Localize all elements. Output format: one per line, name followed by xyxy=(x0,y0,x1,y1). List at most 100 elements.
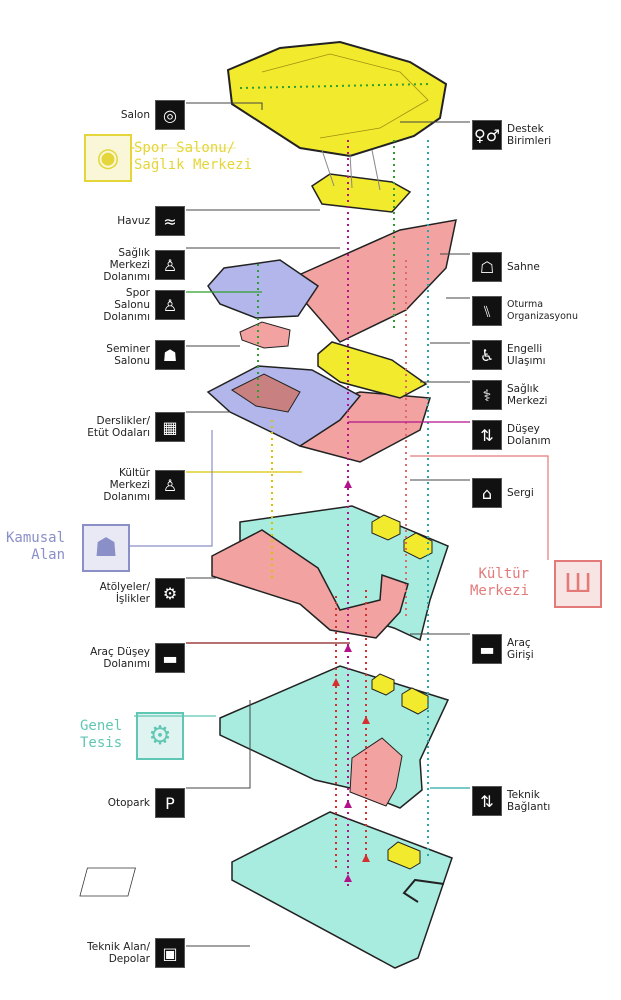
basement-2-storage-box xyxy=(387,841,421,870)
workshop-head-icon: ⚙ xyxy=(155,578,185,608)
audience-icon: ☗ xyxy=(155,340,185,370)
label-line: Sağlık xyxy=(507,383,539,395)
basement-2-core-outline xyxy=(402,878,445,903)
red-arrow-1 xyxy=(332,678,340,686)
label-line: Merkezi xyxy=(109,479,150,491)
crowd-icon: ☗ xyxy=(82,524,130,572)
label-havuz: Havuz xyxy=(40,215,150,227)
label-sergi: Sergi xyxy=(507,487,617,499)
basement-1-box-b xyxy=(401,687,429,715)
label-line: Sergi xyxy=(507,487,534,499)
volleyball-icon: ◉ xyxy=(84,134,132,182)
first-floor-seminar-room xyxy=(231,373,301,413)
label-line: Birimleri xyxy=(507,135,552,147)
label-line: Merkezi xyxy=(109,259,150,271)
label-line: Ulaşımı xyxy=(507,355,546,367)
label-line: Bağlantı xyxy=(507,801,551,813)
label-line: Merkezi xyxy=(507,395,548,407)
label-line: Depolar xyxy=(108,953,150,965)
first-floor-sport-area xyxy=(317,341,428,399)
label-otopark: Otopark xyxy=(40,797,150,809)
stage-icon: ☖ xyxy=(472,252,502,282)
elevator-icon: ⇅ xyxy=(472,420,502,450)
label-line: Salonu xyxy=(114,355,150,367)
label-line: Teknik Alan/ xyxy=(87,941,150,953)
label-derslikler: Derslikler/Etüt Odaları xyxy=(40,415,150,439)
roof-column-2 xyxy=(349,153,353,189)
label-line: Destek xyxy=(507,123,544,135)
roof-truss-lines xyxy=(261,53,429,139)
purple-arrow-2 xyxy=(344,644,352,652)
label-line: Düşey xyxy=(507,423,540,435)
restroom-icon: ♀♂ xyxy=(472,120,502,150)
label-line: Salon xyxy=(120,109,150,121)
label-line: Dolanım xyxy=(507,435,551,447)
leader-kultur xyxy=(410,455,549,560)
mid-stage-volume xyxy=(291,219,457,343)
leader-salon xyxy=(186,102,263,110)
label-atolyeler: Atölyeler/İşlikler xyxy=(40,581,150,605)
category-line: Kamusal xyxy=(6,530,66,546)
ground-box-a xyxy=(371,514,401,541)
ground-box-b xyxy=(403,532,433,560)
category-line: Genel xyxy=(80,718,123,734)
weightlifter-icon: ⚕ xyxy=(472,380,502,410)
label-teknik-alan: Teknik Alan/Depolar xyxy=(40,941,150,965)
leader-otopark xyxy=(186,700,251,789)
level-first-floor xyxy=(206,321,431,463)
red-arrow-2 xyxy=(362,716,370,724)
box-icon: ▣ xyxy=(155,938,185,968)
volleyball-icon: ◎ xyxy=(155,100,185,130)
label-line: Havuz xyxy=(117,215,150,227)
seating-icon: ⑊ xyxy=(472,296,502,326)
classroom-icon: ▦ xyxy=(155,412,185,442)
label-line: Otopark xyxy=(107,797,150,809)
category-line: Spor Salonu/ xyxy=(134,140,236,156)
label-line: Engelli xyxy=(507,343,543,355)
easel-icon: ⌂ xyxy=(472,478,502,508)
category-line: Merkezi xyxy=(470,583,530,599)
purple-arrow-3 xyxy=(344,800,352,808)
basement-1-slab xyxy=(219,665,450,809)
car-icon: ▬ xyxy=(472,634,502,664)
mid-pool-volume xyxy=(311,173,412,213)
leader-lines xyxy=(130,102,549,947)
walker-icon: ♙ xyxy=(155,470,185,500)
basement-2-ramp xyxy=(79,867,136,897)
roof-slab xyxy=(226,40,448,158)
mid-public-roof xyxy=(207,259,320,319)
basement-2-slab xyxy=(231,811,453,969)
label-line: Spor xyxy=(125,287,150,299)
label-line: Araç xyxy=(507,637,531,649)
category-line: Tesis xyxy=(80,735,123,751)
category-line: Kültür xyxy=(478,566,530,582)
purple-arrow-1 xyxy=(344,480,352,488)
elevator-icon: ⇅ xyxy=(472,786,502,816)
label-sahne: Sahne xyxy=(507,261,617,273)
label-line: Dolanımı xyxy=(103,271,150,283)
roof-column-1 xyxy=(321,149,335,187)
columns-icon: Ш xyxy=(554,560,602,608)
level-basement-1 xyxy=(219,665,450,809)
level-basement-2 xyxy=(79,811,453,969)
level-ground xyxy=(211,505,449,642)
label-salon: Salon xyxy=(40,109,150,121)
wheelchair-icon: ♿ xyxy=(472,340,502,370)
level-mid xyxy=(207,173,457,343)
roof-green-ring xyxy=(239,83,431,89)
label-line: Teknik xyxy=(507,789,540,801)
label-line: İşlikler xyxy=(115,593,150,605)
